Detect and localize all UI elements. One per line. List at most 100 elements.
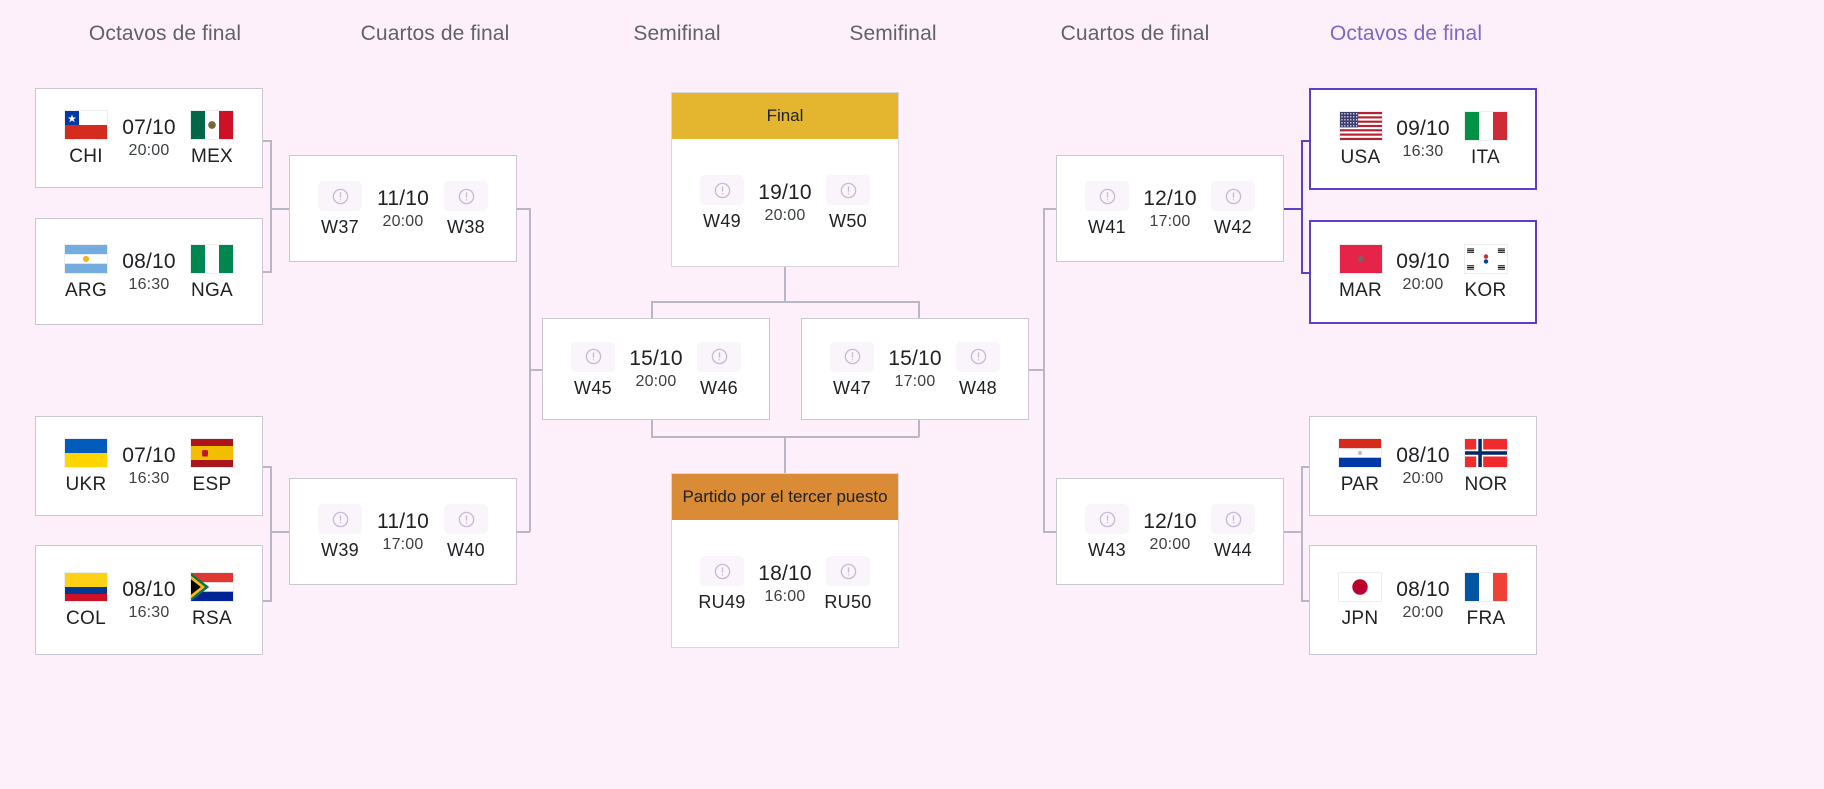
flag-argentina: [64, 243, 108, 274]
match-date: 09/10: [1396, 250, 1450, 273]
bracket-connector: [1284, 531, 1302, 533]
home-team: RU49: [694, 556, 750, 611]
home-team: CHI: [58, 110, 114, 166]
match-card[interactable]: W37 11/10 20:00 W38: [289, 155, 517, 262]
match-schedule: 07/10 20:00: [114, 117, 184, 159]
match-date: 11/10: [377, 186, 429, 210]
flag-norway: [1464, 438, 1508, 468]
bracket-connector: [263, 466, 272, 468]
home-team: COL: [58, 572, 114, 628]
flag-nigeria: [190, 243, 234, 274]
bracket-connector: [1301, 466, 1311, 468]
round-header-0: Octavos de final: [88, 22, 242, 45]
home-team-code: W47: [833, 377, 871, 398]
match-date: 08/10: [1396, 578, 1450, 601]
match-time: 16:30: [128, 604, 170, 621]
home-team: PAR: [1332, 438, 1388, 494]
alert-circle-icon: [1211, 504, 1255, 534]
home-team-code: ARG: [64, 279, 108, 301]
round-header-2: Semifinal: [633, 22, 721, 45]
home-team-code: UKR: [65, 474, 107, 495]
bracket-connector: [784, 267, 786, 302]
alert-circle-icon: [826, 175, 870, 205]
match-time: 17:00: [382, 535, 424, 553]
bracket-connector: [918, 419, 920, 437]
bracket-connector: [651, 301, 653, 319]
match-time: 20:00: [382, 212, 424, 230]
flag-colombia: [64, 572, 108, 602]
bracket-connector: [270, 531, 272, 601]
home-team-code: W43: [1088, 540, 1126, 560]
match-date: 15/10: [629, 347, 683, 370]
away-team: W48: [950, 341, 1006, 397]
away-team-code: W44: [1214, 540, 1252, 560]
away-team: KOR: [1458, 244, 1513, 300]
home-team: MAR: [1333, 244, 1388, 300]
home-team: W41: [1079, 181, 1135, 236]
round-header-4: Cuartos de final: [1060, 22, 1210, 45]
match-time: 20:00: [1402, 470, 1444, 487]
away-team-code: MEX: [190, 146, 234, 167]
flag-spain: [190, 438, 234, 468]
match-time: 20:00: [128, 142, 170, 159]
match-date: 08/10: [122, 249, 176, 273]
match-card[interactable]: CHI 07/10 20:00 MEX: [35, 88, 263, 188]
away-team: W38: [438, 181, 494, 236]
match-date: 18/10: [758, 561, 812, 585]
home-team: W37: [312, 181, 368, 236]
away-team-code: NOR: [1464, 474, 1508, 495]
bracket-connector: [270, 208, 291, 210]
home-team: UKR: [58, 438, 114, 494]
match-banner: Partido por el tercer puesto: [672, 474, 898, 520]
away-team-code: KOR: [1464, 280, 1507, 301]
bracket-connector: [1301, 140, 1303, 272]
match-time: 17:00: [894, 373, 936, 390]
flag-chile: [64, 110, 108, 140]
away-team: MEX: [184, 110, 240, 166]
away-team: W50: [820, 175, 876, 230]
home-team: W45: [565, 341, 621, 397]
flag-usa: [1338, 111, 1383, 141]
away-team-code: W42: [1214, 217, 1252, 237]
alert-circle-icon: [700, 175, 744, 205]
match-time: 20:00: [1149, 535, 1191, 553]
home-team-code: W49: [703, 211, 741, 231]
match-time: 20:00: [635, 373, 677, 390]
away-team-code: W38: [447, 217, 485, 237]
alert-circle-icon: [444, 181, 488, 211]
flag-paraguay: [1338, 438, 1382, 468]
alert-circle-icon: [700, 556, 744, 586]
match-banner: Final: [672, 93, 898, 139]
bracket-connector: [517, 531, 530, 533]
alert-circle-icon: [318, 504, 362, 534]
round-header-3: Semifinal: [849, 22, 937, 45]
match-body: CHI 07/10 20:00 MEX: [36, 89, 262, 187]
bracket-connector: [1029, 369, 1044, 371]
match-date: 07/10: [122, 116, 176, 139]
away-team-code: RSA: [192, 608, 232, 629]
home-team: W49: [694, 175, 750, 230]
away-team: ITA: [1458, 111, 1513, 167]
